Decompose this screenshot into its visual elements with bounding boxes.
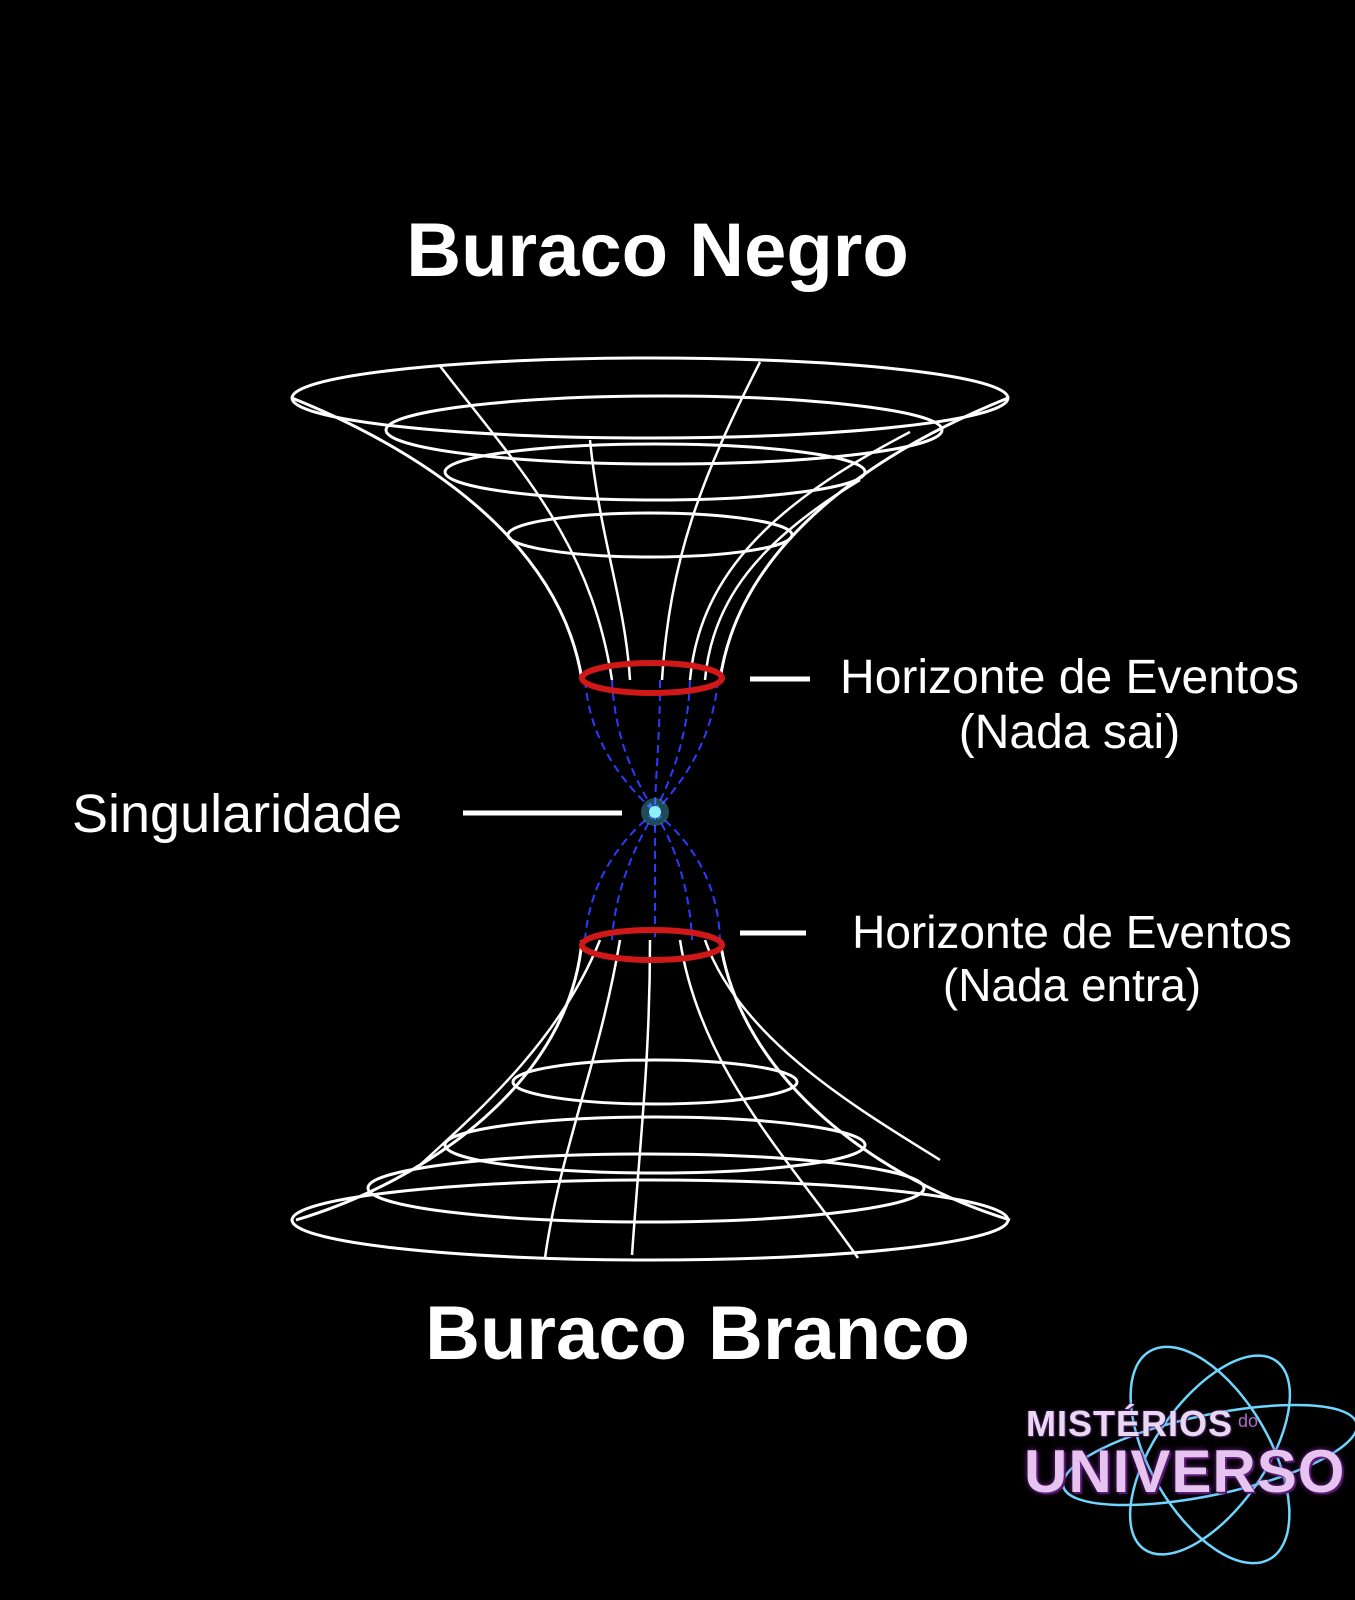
- misterios-do-universo-logo: MISTÉRIOS do UNIVERSO: [1020, 1345, 1344, 1535]
- ring-top-4: [506, 511, 794, 559]
- bottom-meridians: [419, 939, 941, 1259]
- meridian-bottom-1: [543, 939, 622, 1259]
- label-event-horizon-bottom: Horizonte de Eventos (Nada entra): [822, 906, 1322, 1012]
- silhouette-left-top: [291, 396, 584, 681]
- ring-bottom-3: [443, 1115, 867, 1175]
- label-event-horizon-bottom-line2: (Nada entra): [942, 958, 1202, 1011]
- bottom-funnel-rings: [290, 1058, 1010, 1262]
- top-funnel-rings: [290, 356, 1010, 559]
- label-singularity: Singularidade: [72, 784, 403, 844]
- event-horizons: [579, 660, 725, 963]
- field-line-2: [611, 679, 656, 813]
- label-event-horizon-top: Horizonte de Eventos (Nada sai): [812, 650, 1327, 760]
- meridian-bottom-4: [703, 939, 941, 1162]
- label-event-horizon-top-line1: Horizonte de Eventos: [840, 651, 1299, 704]
- meridian-bottom-2: [678, 939, 860, 1259]
- title-black-hole: Buraco Negro: [406, 208, 909, 293]
- meridian-top-4: [588, 439, 632, 681]
- meridian-top-2: [660, 361, 762, 681]
- meridian-bottom-3: [419, 939, 602, 1166]
- event-horizon-bottom: [579, 927, 725, 963]
- meridian-top-3: [688, 430, 911, 681]
- pointer-lines: [463, 676, 810, 936]
- logo-line-do: do: [1238, 1411, 1259, 1431]
- field-line-9: [654, 811, 693, 941]
- event-horizon-top: [579, 660, 725, 696]
- field-line-4: [654, 679, 691, 813]
- ring-bottom-4: [511, 1058, 799, 1106]
- label-event-horizon-top-line2: (Nada sai): [958, 706, 1181, 760]
- meridian-top-5: [703, 478, 861, 681]
- field-line-5: [654, 679, 719, 813]
- meridian-bottom-5: [630, 939, 652, 1256]
- logo-line-misterios: MISTÉRIOS: [1026, 1403, 1234, 1444]
- singularity-point: [641, 798, 669, 826]
- inner-field-lines: [584, 679, 721, 941]
- logo-atom-orbits: [1061, 1345, 1355, 1565]
- field-line-6: [584, 811, 656, 941]
- title-white-hole: Buraco Branco: [425, 1291, 970, 1376]
- ring-bottom-1: [290, 1178, 1010, 1262]
- ring-top-1: [290, 356, 1010, 440]
- field-line-3: [654, 679, 661, 813]
- logo-line-universo: UNIVERSO: [1024, 1438, 1346, 1505]
- label-event-horizon-bottom-line1: Horizonte de Eventos: [852, 906, 1292, 958]
- ring-bottom-2: [366, 1152, 926, 1224]
- field-line-10: [654, 811, 721, 941]
- top-meridians: [439, 361, 911, 681]
- field-line-7: [611, 811, 656, 941]
- field-line-1: [584, 679, 656, 813]
- ring-top-2: [384, 394, 944, 466]
- meridian-top-1: [439, 365, 614, 681]
- ring-top-3: [443, 442, 867, 502]
- silhouette-right-top: [718, 396, 1009, 681]
- silhouette-left-bottom: [295, 939, 584, 1222]
